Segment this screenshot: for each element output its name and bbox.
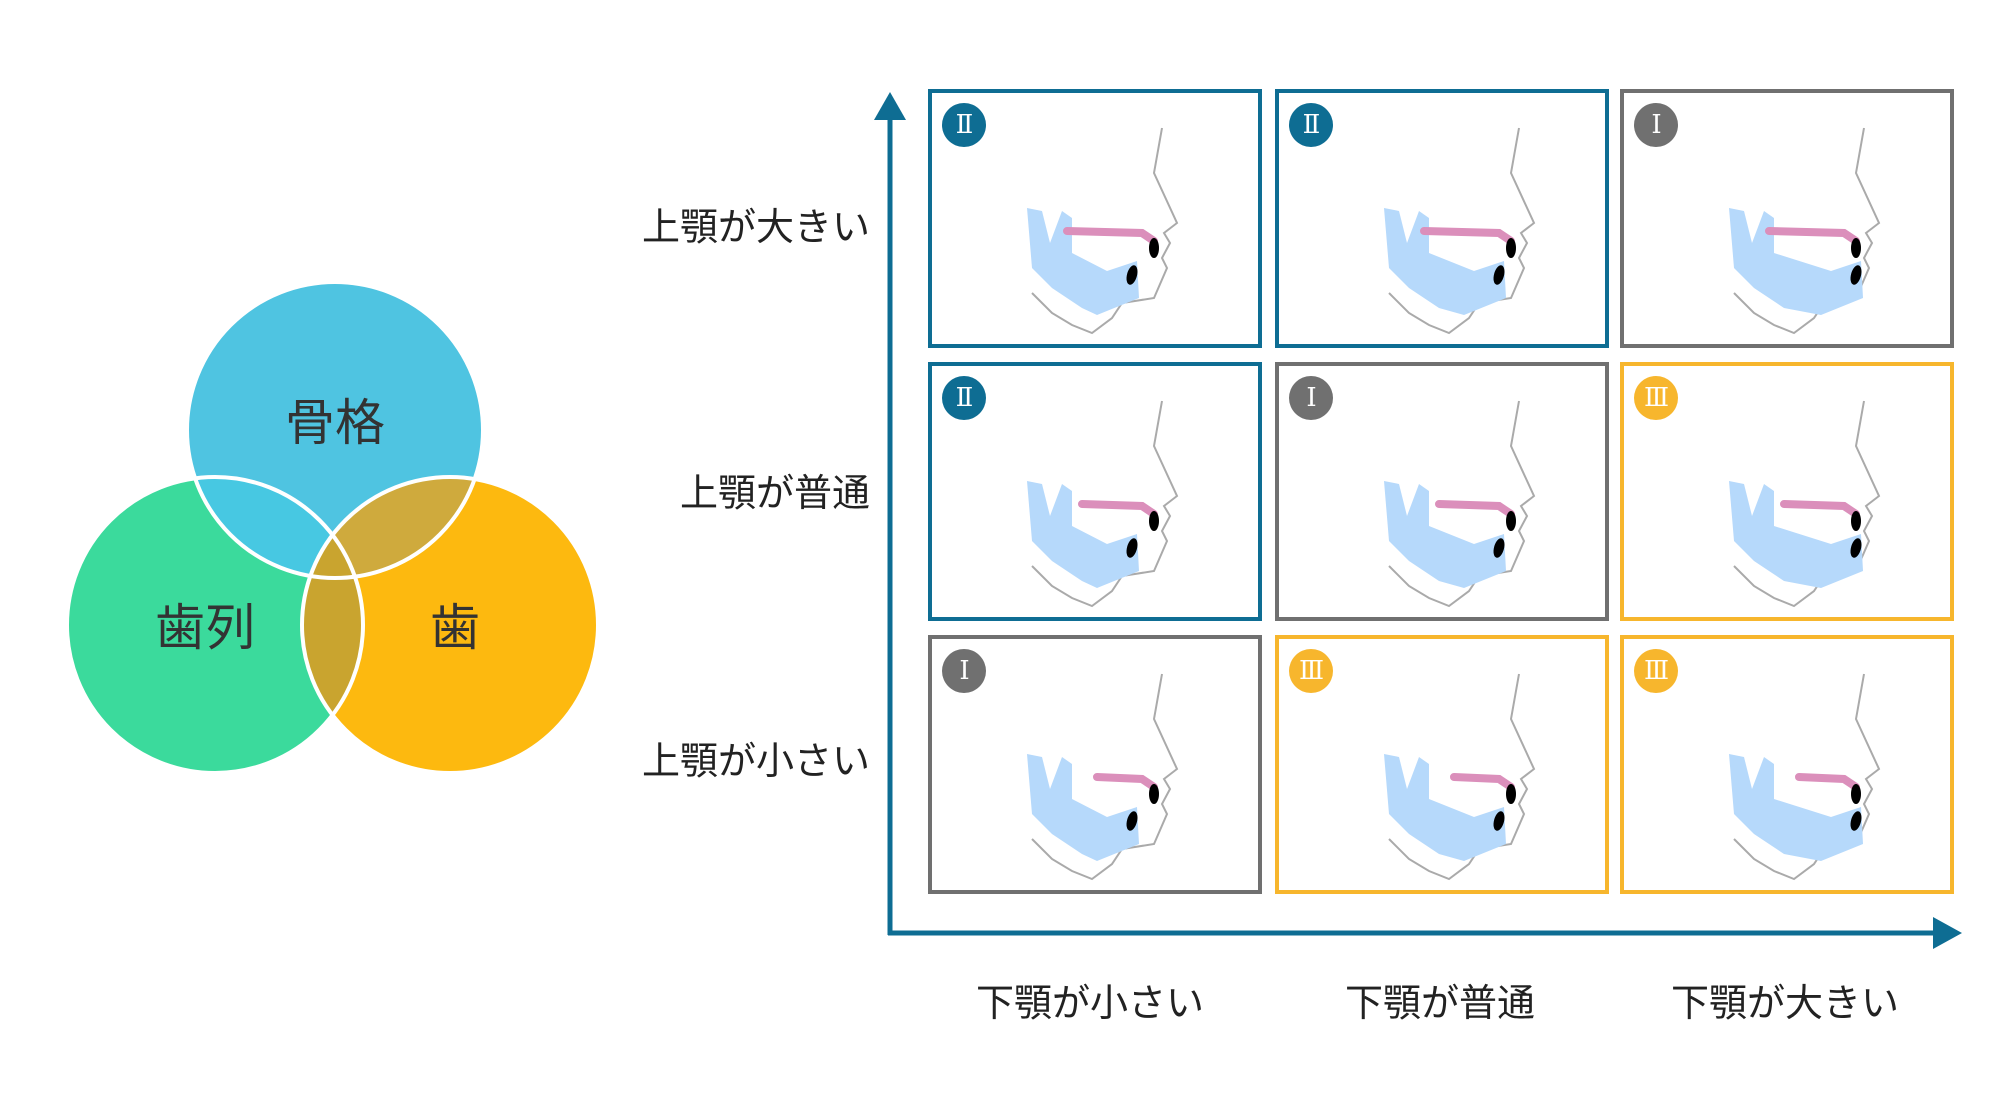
- maxilla-shape: [1420, 227, 1515, 245]
- face-profile-line: [1031, 127, 1179, 335]
- grid-cell: Ⅰ: [928, 635, 1262, 894]
- col-label-mandible-small: 下顎が小さい: [975, 981, 1204, 1025]
- face-profile-line: [1388, 400, 1536, 608]
- face-profile-line: [1733, 400, 1881, 608]
- maxilla-shape: [1435, 500, 1515, 518]
- lower-tooth: [1850, 538, 1862, 558]
- mandible-shape: [1027, 754, 1139, 861]
- class-badge: Ⅰ: [942, 649, 986, 693]
- upper-tooth: [1851, 238, 1861, 258]
- row-label-maxilla-large: 上顎が大きい: [641, 205, 870, 249]
- grid-cell: Ⅱ: [1275, 89, 1609, 348]
- grid-cell: Ⅰ: [1620, 89, 1954, 348]
- upper-tooth: [1506, 511, 1516, 531]
- mandible-shape: [1384, 481, 1506, 588]
- jaw-illustration: [1027, 400, 1179, 608]
- class-badge: Ⅱ: [942, 103, 986, 147]
- grid-cell: Ⅱ: [928, 362, 1262, 621]
- col-label-mandible-normal: 下顎が普通: [1344, 981, 1535, 1025]
- vertical-axis: [874, 92, 906, 935]
- face-profile-line: [1388, 673, 1536, 881]
- lower-tooth: [1850, 265, 1862, 285]
- class-badge: Ⅲ: [1289, 649, 1333, 693]
- class-badge: Ⅱ: [942, 376, 986, 420]
- upper-tooth: [1149, 511, 1159, 531]
- mandible-shape: [1027, 208, 1139, 315]
- face-profile-line: [1733, 673, 1881, 881]
- jaw-illustration: [1729, 400, 1881, 608]
- lower-tooth: [1493, 265, 1505, 285]
- class-badge: Ⅱ: [1289, 103, 1333, 147]
- mandible-shape: [1384, 208, 1506, 315]
- lower-tooth: [1850, 811, 1862, 831]
- maxilla-shape: [1093, 773, 1158, 791]
- mandible-shape: [1384, 754, 1506, 861]
- maxilla-shape: [1450, 773, 1515, 791]
- lower-tooth: [1126, 538, 1138, 558]
- jaw-illustration: [1384, 127, 1536, 335]
- jaw-illustration: [1384, 673, 1536, 881]
- grid-cell: Ⅰ: [1275, 362, 1609, 621]
- circle-label-dentition: 歯列: [155, 599, 255, 657]
- jaw-illustration: [1027, 673, 1179, 881]
- maxilla-shape: [1765, 227, 1860, 245]
- class-badge: Ⅲ: [1634, 376, 1678, 420]
- mandible-shape: [1027, 481, 1139, 588]
- maxilla-shape: [1078, 500, 1158, 518]
- row-label-maxilla-normal: 上顎が普通: [679, 471, 870, 515]
- grid-cell: Ⅲ: [1620, 362, 1954, 621]
- maxilla-shape: [1063, 227, 1158, 245]
- grid-cell: Ⅲ: [1620, 635, 1954, 894]
- circle-label-skeleton: 骨格: [285, 394, 385, 452]
- mandible-shape: [1729, 481, 1863, 588]
- upper-tooth: [1506, 238, 1516, 258]
- upper-tooth: [1149, 238, 1159, 258]
- jaw-illustration: [1729, 127, 1881, 335]
- upper-tooth: [1851, 511, 1861, 531]
- class-badge: Ⅰ: [1289, 376, 1333, 420]
- maxilla-shape: [1795, 773, 1860, 791]
- mandible-shape: [1729, 754, 1863, 861]
- jaw-illustration: [1729, 673, 1881, 881]
- mandible-shape: [1729, 208, 1863, 315]
- upper-tooth: [1149, 784, 1159, 804]
- face-profile-line: [1388, 127, 1536, 335]
- lower-tooth: [1126, 811, 1138, 831]
- lower-tooth: [1493, 538, 1505, 558]
- face-profile-line: [1733, 127, 1881, 335]
- upper-tooth: [1851, 784, 1861, 804]
- col-label-mandible-large: 下顎が大きい: [1670, 981, 1899, 1025]
- grid-cell: Ⅲ: [1275, 635, 1609, 894]
- lower-tooth: [1126, 265, 1138, 285]
- upper-tooth: [1506, 784, 1516, 804]
- grid-cell: Ⅱ: [928, 89, 1262, 348]
- overlap-skeleton-dentition: [187, 477, 363, 578]
- row-label-maxilla-small: 上顎が小さい: [641, 739, 870, 783]
- maxilla-shape: [1780, 500, 1860, 518]
- jaw-illustration: [1384, 400, 1536, 608]
- venn-diagram: 骨格 歯列 歯: [65, 280, 600, 775]
- jaw-illustration: [1027, 127, 1179, 335]
- horizontal-axis: [888, 917, 1962, 949]
- overlap-skeleton-teeth: [302, 477, 483, 578]
- circle-label-teeth: 歯: [430, 599, 480, 657]
- face-profile-line: [1031, 400, 1179, 608]
- lower-tooth: [1493, 811, 1505, 831]
- class-badge: Ⅰ: [1634, 103, 1678, 147]
- face-profile-line: [1031, 673, 1179, 881]
- class-badge: Ⅲ: [1634, 649, 1678, 693]
